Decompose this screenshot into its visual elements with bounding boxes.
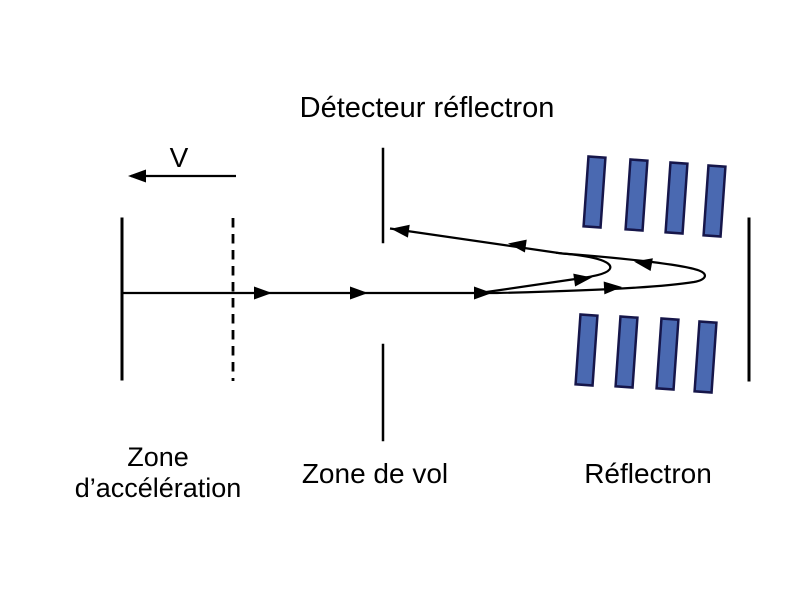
velocity-arrow: [128, 169, 236, 183]
electrode-bar: [614, 315, 639, 389]
electrode-bar: [574, 313, 599, 387]
velocity-arrowhead-icon: [128, 169, 146, 183]
velocity-label: V: [169, 142, 189, 173]
arrowhead-icon: [254, 286, 272, 300]
zone-acceleration-label: Zone d’accélération: [74, 442, 242, 503]
arrowhead-icon: [603, 281, 622, 295]
zone-reflectron-label: Réflectron: [584, 458, 712, 489]
electrode-bar: [582, 155, 607, 229]
reflectron-electrodes-top: [582, 155, 727, 238]
arrowhead-icon: [634, 258, 653, 272]
electrode-bar: [664, 161, 689, 235]
reflectron-electrodes-bottom: [574, 313, 718, 394]
arrowhead-icon: [474, 286, 492, 300]
electrode-bar: [693, 320, 718, 394]
arrowhead-icon: [508, 239, 527, 253]
arrowhead-icon: [350, 286, 368, 300]
ion-trajectory-inner-path: [482, 251, 612, 294]
electrode-bar: [624, 158, 649, 232]
zone-flight-label: Zone de vol: [301, 458, 449, 489]
arrowhead-icon: [573, 273, 592, 287]
electrode-bar: [702, 164, 727, 238]
arrowhead-icon: [391, 224, 410, 238]
diagram-title: Détecteur réflectron: [299, 92, 555, 124]
trajectory-arrowheads: [254, 224, 653, 300]
electrode-bar: [655, 317, 680, 391]
ion-trajectory-outer-path: [389, 227, 706, 295]
